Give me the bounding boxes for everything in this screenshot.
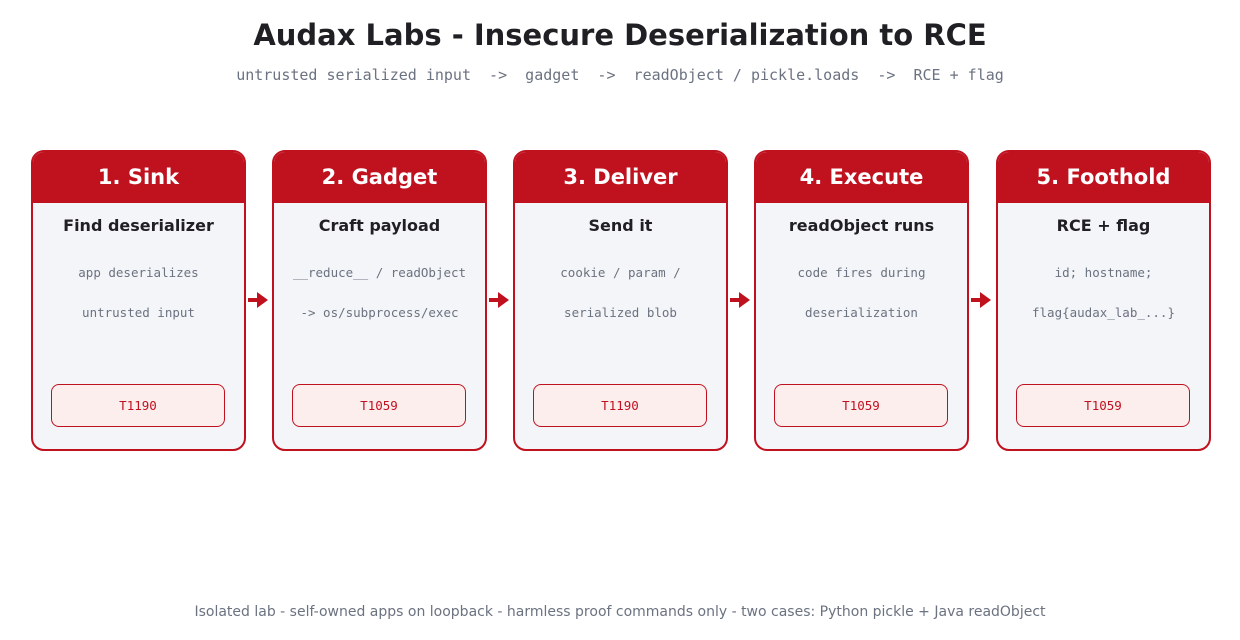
step-header: 3. Deliver bbox=[515, 152, 726, 203]
technique-tag: T1190 bbox=[51, 384, 225, 427]
right-arrow-icon bbox=[971, 292, 991, 308]
diagram-title: Audax Labs - Insecure Deserialization to… bbox=[253, 18, 987, 52]
step-subtitle: Find deserializer bbox=[63, 216, 214, 235]
technique-tag: T1059 bbox=[292, 384, 466, 427]
step-header: 4. Execute bbox=[756, 152, 967, 203]
step-detail-line-2: flag{audax_lab_...} bbox=[1032, 305, 1175, 320]
step-subtitle: Craft payload bbox=[318, 216, 441, 235]
technique-tag: T1059 bbox=[774, 384, 948, 427]
step-detail-line-2: -> os/subprocess/exec bbox=[300, 305, 459, 320]
step-detail-line-1: __reduce__ / readObject bbox=[292, 265, 467, 280]
right-arrow-icon bbox=[489, 292, 509, 308]
technique-tag: T1059 bbox=[1016, 384, 1190, 427]
step-card-execute: 4. Execute readObject runs code fires du… bbox=[754, 150, 969, 451]
technique-tag: T1190 bbox=[533, 384, 707, 427]
right-arrow-icon bbox=[248, 292, 268, 308]
step-detail-line-1: code fires during bbox=[797, 265, 926, 280]
step-card-gadget: 2. Gadget Craft payload __reduce__ / rea… bbox=[272, 150, 487, 451]
step-card-sink: 1. Sink Find deserializer app deserializ… bbox=[31, 150, 246, 451]
step-detail-line-2: serialized blob bbox=[564, 305, 677, 320]
step-detail-line-1: app deserializes bbox=[78, 265, 199, 280]
step-card-deliver: 3. Deliver Send it cookie / param / seri… bbox=[513, 150, 728, 451]
step-detail-line-2: untrusted input bbox=[82, 305, 195, 320]
step-subtitle: readObject runs bbox=[788, 216, 935, 235]
step-card-foothold: 5. Foothold RCE + flag id; hostname; fla… bbox=[996, 150, 1211, 451]
step-header: 5. Foothold bbox=[998, 152, 1209, 203]
right-arrow-icon bbox=[730, 292, 750, 308]
diagram-subtitle: untrusted serialized input -> gadget -> … bbox=[236, 66, 1004, 84]
step-detail-line-2: deserialization bbox=[805, 305, 918, 320]
step-header: 1. Sink bbox=[33, 152, 244, 203]
footer-note: Isolated lab - self-owned apps on loopba… bbox=[194, 604, 1046, 620]
step-subtitle: Send it bbox=[588, 216, 653, 235]
step-subtitle: RCE + flag bbox=[1056, 216, 1151, 235]
step-header: 2. Gadget bbox=[274, 152, 485, 203]
step-detail-line-1: cookie / param / bbox=[560, 265, 681, 280]
step-detail-line-1: id; hostname; bbox=[1054, 265, 1153, 280]
